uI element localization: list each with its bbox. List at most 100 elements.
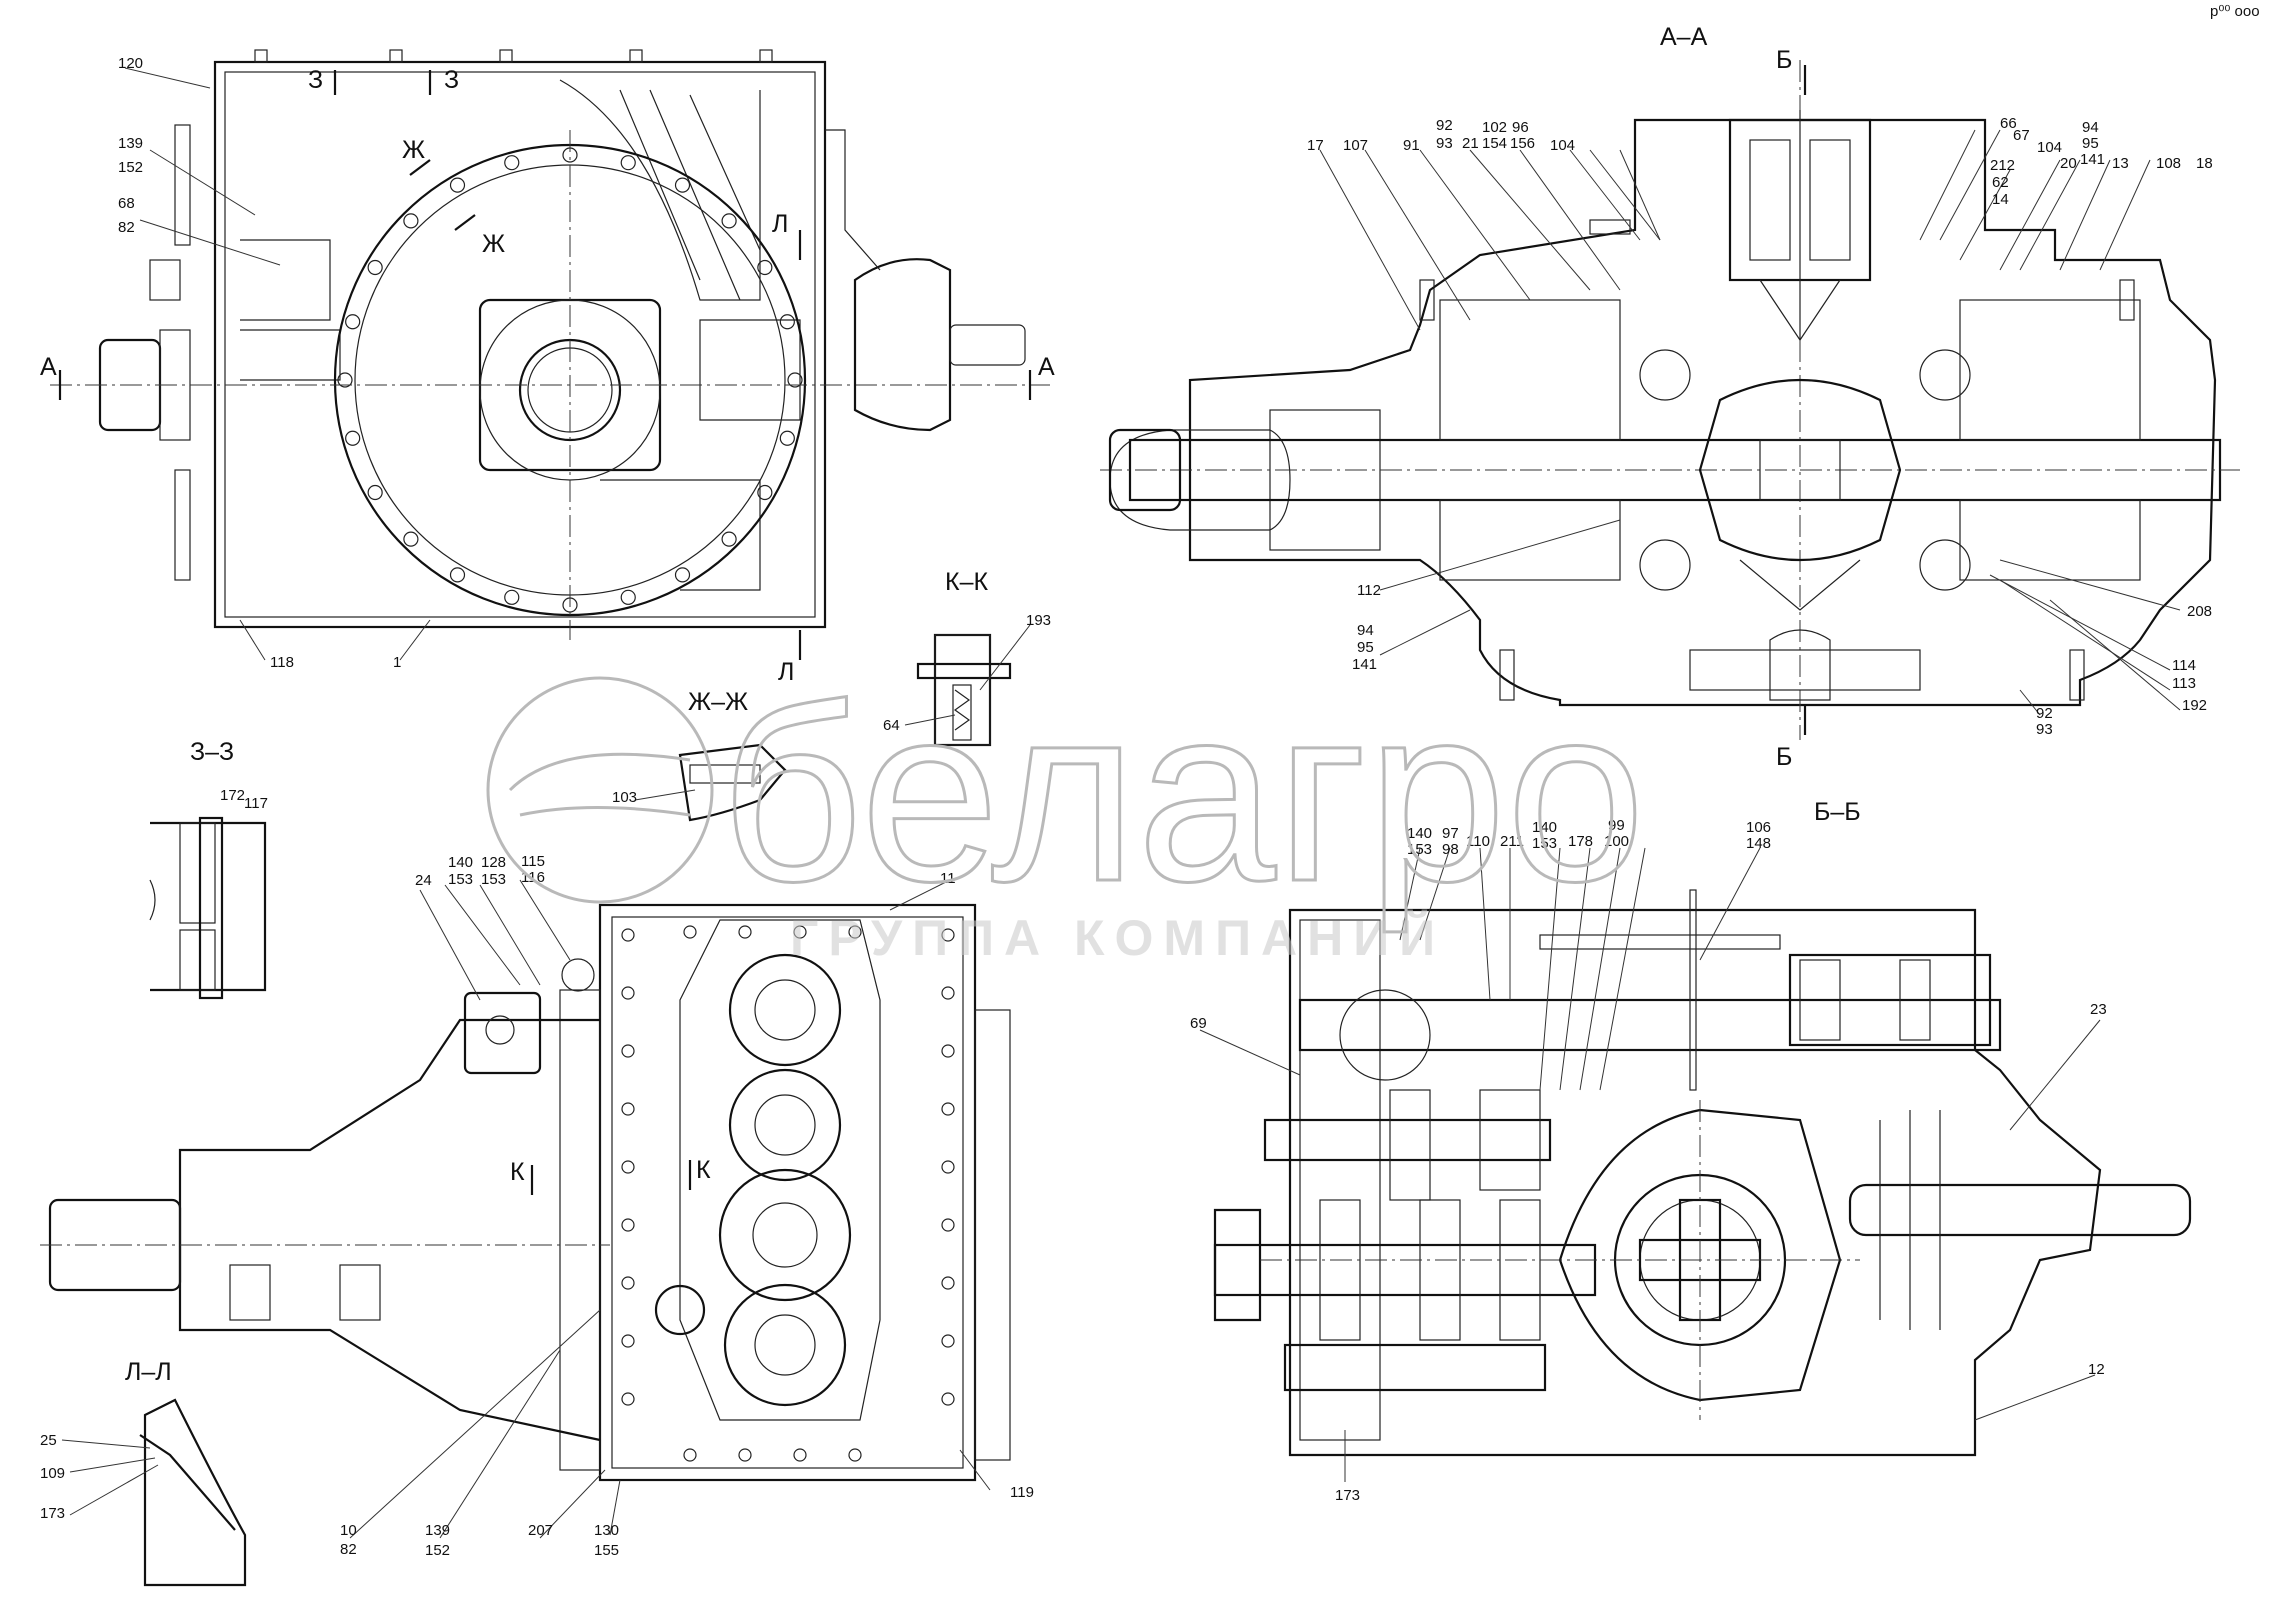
cover-bolt — [621, 1276, 635, 1290]
detail-zh-zh — [678, 743, 787, 822]
label-18: 18 — [2196, 155, 2213, 172]
bolt-hole — [620, 155, 636, 171]
label-156: 156 — [1510, 135, 1535, 152]
watermark-logo: белагро ГРУППА КОМПАНИЙ — [486, 653, 1647, 966]
detail-z-z — [149, 816, 267, 1000]
label-119: 119 — [1010, 1484, 1034, 1501]
label-106: 106 — [1746, 819, 1771, 836]
cover-bolt — [683, 1448, 697, 1462]
label-141-b: 141 — [1352, 656, 1377, 673]
section-title-zh-zh: Ж–Ж — [688, 688, 748, 716]
label-155: 155 — [594, 1542, 619, 1559]
bolt-hole — [779, 430, 795, 446]
bolt-hole — [403, 213, 419, 229]
bolt-hole — [620, 589, 636, 605]
cover-bolt — [621, 1102, 635, 1116]
label-154: 154 — [1482, 135, 1507, 152]
cover-bolt — [621, 1044, 635, 1058]
cover-bolt — [941, 1102, 955, 1116]
cover-bolt — [941, 1044, 955, 1058]
bolt-hole — [504, 589, 520, 605]
bolt-hole — [721, 213, 737, 229]
front-view — [50, 49, 1050, 660]
label-120: 120 — [118, 55, 143, 72]
label-62: 62 — [1992, 174, 2009, 191]
label-173: 173 — [40, 1505, 65, 1522]
cover-bolt — [941, 1160, 955, 1174]
label-107: 107 — [1343, 137, 1368, 154]
label-152-b: 152 — [425, 1542, 450, 1559]
cover-bolt — [941, 1218, 955, 1232]
label-98: 98 — [1442, 841, 1459, 858]
section-b-b — [1213, 889, 2192, 1457]
label-25: 25 — [40, 1432, 57, 1449]
cover-bolts — [621, 925, 955, 1462]
leader-25 — [61, 1439, 151, 1449]
section-a-a-leaders — [1319, 129, 2181, 716]
label-64: 64 — [883, 717, 900, 734]
front-view-leaders — [124, 67, 431, 661]
label-66: 66 — [2000, 115, 2017, 132]
label-208: 208 — [2187, 603, 2212, 620]
cover-bolt — [738, 925, 752, 939]
label-178: 178 — [1568, 833, 1593, 850]
leader-193 — [979, 624, 1031, 691]
label-91: 91 — [1403, 137, 1420, 154]
label-94-b: 94 — [1357, 622, 1374, 639]
cover-bolt — [621, 1218, 635, 1232]
label-104-b: 104 — [2037, 139, 2062, 156]
label-69: 69 — [1190, 1015, 1207, 1032]
bolt-hole — [779, 314, 795, 330]
label-112: 112 — [1357, 582, 1381, 599]
label-95-a: 95 — [2082, 135, 2099, 152]
label-193: 193 — [1026, 612, 1051, 629]
label-117: 117 — [244, 795, 268, 812]
detail-k-k — [916, 633, 1012, 747]
label-152: 152 — [118, 159, 143, 176]
label-104-a: 104 — [1550, 137, 1575, 154]
label-139-b: 139 — [425, 1522, 450, 1539]
cut-a-right: А — [1038, 353, 1055, 381]
label-128: 128 — [481, 854, 506, 871]
cover-bolt — [738, 1448, 752, 1462]
watermark-subtitle: ГРУППА КОМПАНИЙ — [790, 909, 1445, 966]
bolt-hole — [674, 567, 691, 583]
label-93: 93 — [1436, 135, 1453, 152]
label-82-b: 82 — [340, 1541, 357, 1558]
label-11: 11 — [940, 870, 956, 887]
cut-z-left: З — [308, 66, 323, 94]
label-211: 211 — [1500, 833, 1524, 850]
bolt-hole — [504, 155, 520, 171]
section-title-b-b: Б–Б — [1814, 798, 1861, 826]
label-1: 1 — [393, 654, 401, 671]
label-96: 96 — [1512, 119, 1529, 136]
leader-173 — [69, 1464, 159, 1516]
label-114: 114 — [2172, 657, 2196, 674]
cover-bolt — [621, 1334, 635, 1348]
label-67: 67 — [2013, 127, 2030, 144]
cut-b-bottom: Б — [1776, 743, 1792, 771]
label-20: 20 — [2060, 155, 2077, 172]
label-140-b: 140 — [1532, 819, 1557, 836]
label-23: 23 — [2090, 1001, 2107, 1018]
cover-bolt — [848, 925, 862, 939]
label-92: 92 — [1436, 117, 1453, 134]
cut-k-right: К — [696, 1156, 711, 1184]
cover-bolt — [941, 986, 955, 1000]
label-102: 102 — [1482, 119, 1507, 136]
cover-bolt — [621, 928, 635, 942]
label-110: 110 — [1466, 833, 1490, 850]
leader-103 — [634, 789, 696, 801]
label-24: 24 — [415, 872, 432, 889]
cover-bolt — [793, 1448, 807, 1462]
label-10: 10 — [340, 1522, 357, 1539]
label-118: 118 — [270, 654, 294, 671]
section-title-a-a: А–А — [1660, 23, 1708, 51]
label-94-a: 94 — [2082, 119, 2099, 136]
label-17: 17 — [1307, 137, 1324, 154]
label-108: 108 — [2156, 155, 2181, 172]
label-153-b: 153 — [481, 871, 506, 888]
corner-mark: р⁰⁰ ооо — [2210, 3, 2260, 20]
label-103: 103 — [612, 789, 637, 806]
